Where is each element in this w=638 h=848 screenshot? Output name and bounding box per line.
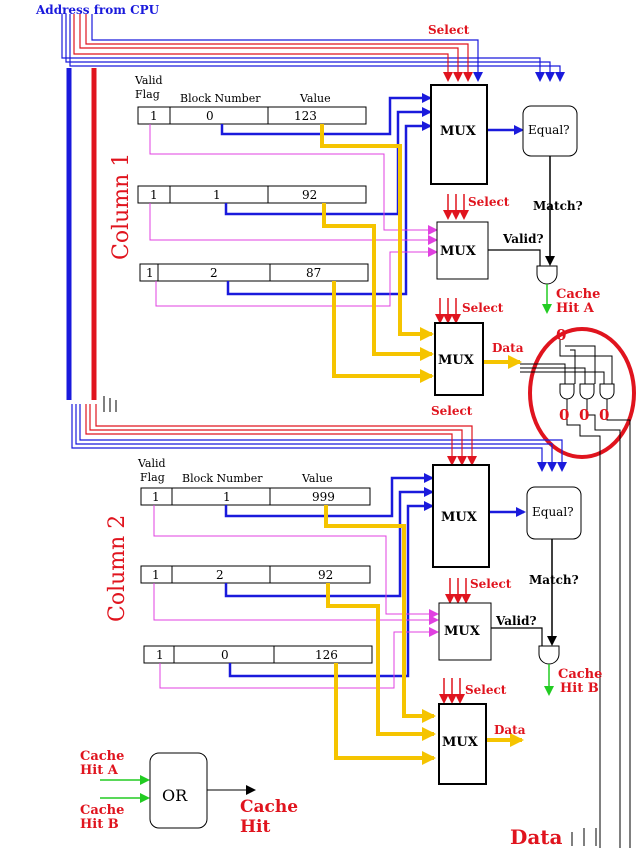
c2-mux-data-label: MUX <box>442 735 479 750</box>
c1-flag-header: Flag <box>135 88 160 101</box>
or-out-line2: Hit <box>240 817 271 837</box>
c2-equal-label: Equal? <box>532 505 574 519</box>
c1-mux-data <box>434 322 484 396</box>
c1-and-gate <box>536 265 558 285</box>
c1-mux-address <box>430 84 488 185</box>
footer-data-label: Data <box>510 825 563 848</box>
c1-row1-block: 1 <box>213 188 221 202</box>
or-in-b-line1: Cache <box>80 803 124 818</box>
or-in-a-line1: Cache <box>80 749 124 764</box>
c1-valid-header: Valid <box>134 74 163 87</box>
c2-row1-value: 92 <box>318 568 333 582</box>
c1-row2-valid: 1 <box>146 266 154 280</box>
c1-row0-value: 123 <box>294 109 317 123</box>
c2-valid-label: Valid? <box>495 614 537 628</box>
c1-row0-block: 0 <box>206 109 214 123</box>
c1-row1-valid: 1 <box>150 188 158 202</box>
address-label: Address from CPU <box>35 3 160 17</box>
c2-match-label: Match? <box>529 573 579 587</box>
out-bit-0: 0 <box>559 406 569 424</box>
c1-select-arrows-2 <box>443 194 469 220</box>
c2-row1-valid: 1 <box>152 568 160 582</box>
c2-row1-block: 2 <box>216 568 224 582</box>
c1-block-header: Block Number <box>180 92 261 105</box>
c2-select-arrows-2 <box>445 578 471 604</box>
select-label-top: Select <box>428 23 470 37</box>
c2-mux-address-label: MUX <box>441 510 478 525</box>
c2-row0-block: 1 <box>223 490 231 504</box>
c2-row0-value: 999 <box>312 490 335 504</box>
highlight-circle <box>528 327 636 459</box>
c1-mux-data-label: MUX <box>438 353 475 368</box>
c1-mux-valid-label: MUX <box>440 244 477 259</box>
or-in-a-line2: Hit A <box>80 763 119 778</box>
c2-mux-valid <box>438 602 492 661</box>
c2-select-label-3: Select <box>465 683 507 697</box>
c1-hit-line1: Cache <box>556 287 600 302</box>
c1-mux-address-label: MUX <box>440 124 477 139</box>
c2-equal-box <box>526 486 582 540</box>
c2-row-1: 1 2 92 <box>140 565 371 584</box>
c2-row2-valid: 1 <box>156 648 164 662</box>
c1-select-label-2: Select <box>468 195 510 209</box>
output-gates-wiring <box>520 340 631 848</box>
c2-hit-line2: Hit B <box>560 681 599 696</box>
c2-hit-line1: Cache <box>558 667 602 682</box>
column1-title: Column 1 <box>109 153 134 260</box>
c1-match-label: Match? <box>533 199 583 213</box>
c2-block-wires <box>224 473 526 678</box>
c1-row0-valid: 1 <box>150 109 158 123</box>
c1-row2-value: 87 <box>306 266 321 280</box>
out-bit-1: 0 <box>579 406 589 424</box>
c2-value-wires <box>324 505 524 765</box>
c2-row2-block: 0 <box>221 648 229 662</box>
c1-value-header: Value <box>299 92 331 105</box>
c2-select-label-2: Select <box>470 577 512 591</box>
c1-valid-label: Valid? <box>502 232 544 246</box>
c1-data-label: Data <box>492 341 524 355</box>
c2-row-0: 1 1 999 <box>140 487 371 506</box>
out-bit-2: 0 <box>599 406 609 424</box>
c2-mux-data <box>438 703 487 785</box>
c1-row-0: 1 0 123 <box>137 106 367 125</box>
c1-value-wires <box>320 124 522 383</box>
c2-row2-value: 126 <box>315 648 338 662</box>
c2-select-arrows-3 <box>439 678 465 704</box>
c2-mux-address <box>432 464 490 568</box>
c1-mux-valid <box>436 221 489 280</box>
c1-row2-block: 2 <box>210 266 218 280</box>
c2-value-header: Value <box>301 472 333 485</box>
or-gate-label: OR <box>162 786 188 805</box>
or-out-line1: Cache <box>240 797 298 817</box>
c1-select-arrows-3 <box>435 298 461 324</box>
c1-select-label-3: Select <box>462 301 504 315</box>
column2-title: Column 2 <box>105 515 130 622</box>
c2-and-gate <box>538 645 560 665</box>
c1-equal-label: Equal? <box>528 123 570 137</box>
c1-row1-value: 92 <box>302 188 317 202</box>
or-in-b-line2: Hit B <box>80 817 119 832</box>
c2-mux-valid-label: MUX <box>444 624 481 639</box>
c2-block-header: Block Number <box>182 472 263 485</box>
c2-row0-valid: 1 <box>152 490 160 504</box>
c2-select-top: Select <box>431 404 473 418</box>
address-bus-mid <box>71 404 567 472</box>
address-bus-top <box>61 14 565 82</box>
c1-hit-line2: Hit A <box>556 301 595 316</box>
c1-row-2: 1 2 87 <box>139 263 369 282</box>
c1-row-1: 1 1 92 <box>137 185 367 204</box>
c2-valid-header: Valid <box>137 457 166 470</box>
c2-data-label: Data <box>494 723 526 737</box>
c2-row-2: 1 0 126 <box>143 645 373 664</box>
c1-hit-bit: 0 <box>556 326 566 344</box>
c2-flag-header: Flag <box>140 471 165 484</box>
